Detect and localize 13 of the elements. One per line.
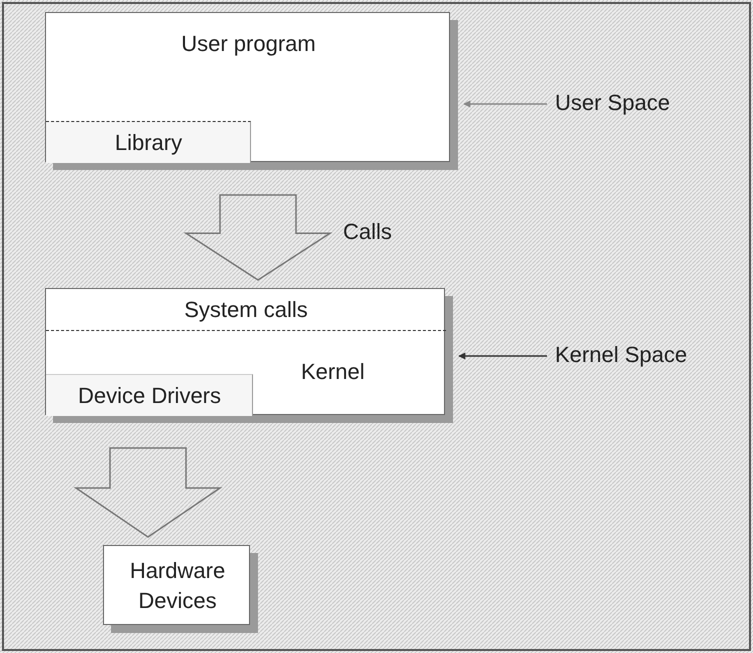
- drivers-section: [46, 374, 253, 416]
- arrow: [463, 100, 547, 108]
- text-label: Kernel: [301, 359, 365, 385]
- text-label: Library: [114, 130, 184, 156]
- text-label: Hardware Devices: [128, 557, 226, 615]
- edge-label: Calls: [343, 219, 392, 246]
- text-label: System calls: [183, 297, 309, 323]
- text-label: Kernel Space: [555, 342, 688, 368]
- text-label: User program: [180, 31, 317, 57]
- text-label: Device Drivers: [76, 383, 222, 409]
- text-label: User Space: [555, 90, 670, 116]
- library-section: [46, 121, 251, 163]
- arrow: [458, 352, 547, 360]
